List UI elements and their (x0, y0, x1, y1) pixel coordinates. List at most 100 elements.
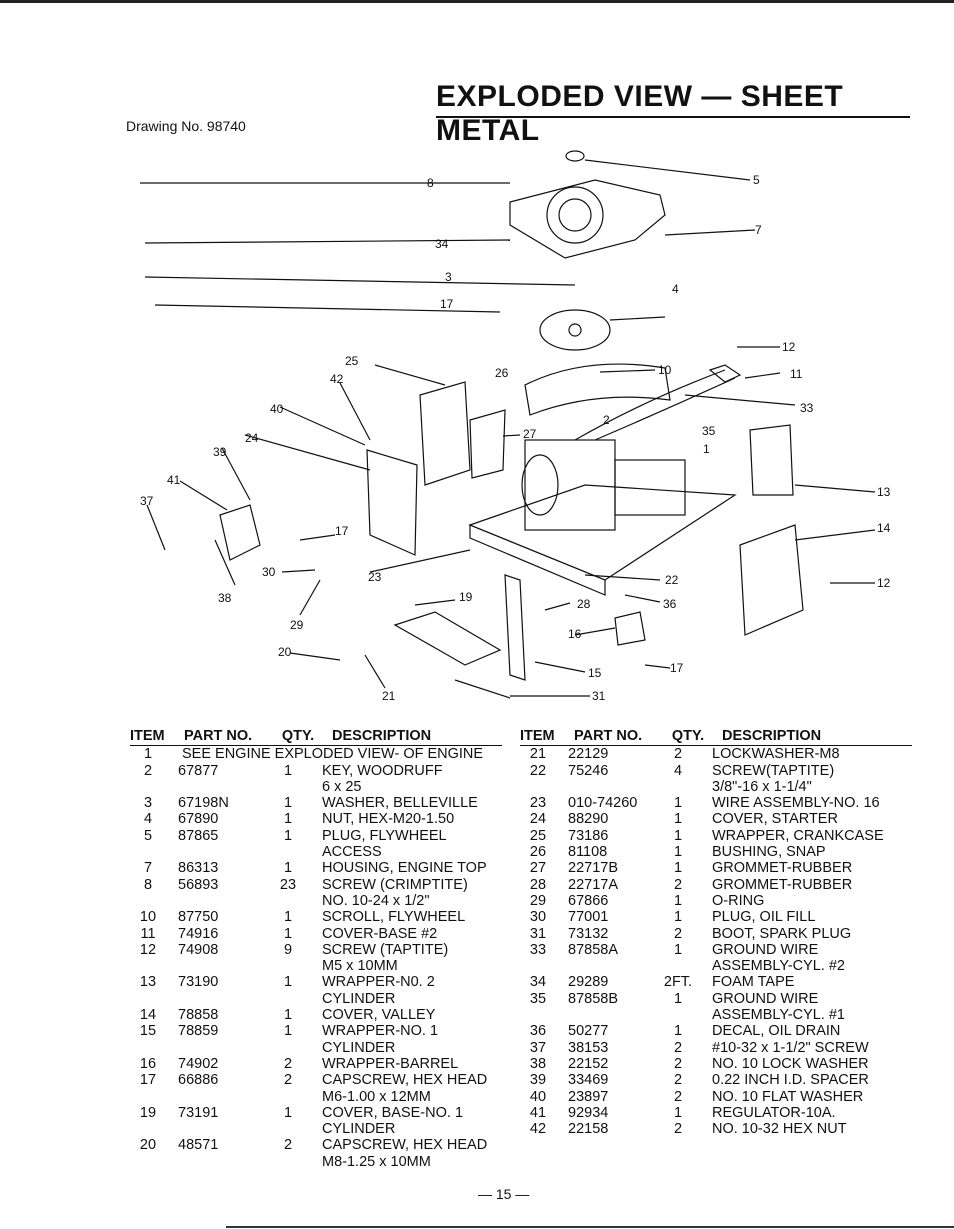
description-line: COVER, VALLEY (322, 1007, 436, 1024)
quantity: 2FT. (663, 974, 693, 991)
quantity: 1 (673, 909, 683, 926)
description-line: 0.22 INCH I.D. SPACER (712, 1072, 869, 1089)
item-number: 33 (529, 941, 547, 958)
description-line: COVER-BASE #2 (322, 925, 438, 942)
crankcase-wrapper (419, 381, 471, 486)
diagram-label-11: 11 (790, 367, 803, 381)
quantity: 1 (283, 1007, 293, 1024)
description-line: COVER, BASE-NO. 1 (322, 1104, 464, 1121)
part-number: 88290 (568, 811, 609, 828)
quantity: 2 (283, 1072, 293, 1089)
quantity: 4 (673, 762, 683, 779)
description-line: LOCKWASHER-M8 (712, 746, 840, 763)
description-line: BOOT, SPARK PLUG (712, 925, 852, 942)
page-number: — 15 — (478, 1186, 530, 1202)
diagram-label-36: 36 (663, 597, 677, 611)
quantity: 1 (283, 974, 293, 991)
description-line-2: 6 x 25 (322, 778, 362, 795)
description-line: GROMMET-RUBBER (712, 876, 853, 893)
engine-block (524, 439, 616, 531)
diagram-label-27: 27 (523, 427, 537, 441)
description: REGULATOR-10A. (704, 1105, 912, 1121)
diagram-label-24: 24 (245, 431, 259, 445)
diagram-label-12a: 12 (782, 340, 796, 354)
part-number: 74908 (178, 941, 219, 958)
item-number: 12 (139, 941, 157, 958)
page-title: EXPLODED VIEW — SHEET METAL (436, 80, 844, 147)
header-part-no: PART NO. (184, 728, 253, 744)
part-number: 67890 (178, 811, 219, 828)
diagram-label-17c: 17 (670, 661, 684, 675)
quantity: 2 (673, 1088, 683, 1105)
diagram-label-17b: 17 (335, 524, 349, 538)
diagram-label-2: 2 (603, 413, 610, 427)
description: WASHER, BELLEVILLE (314, 795, 502, 811)
description: PLUG, OIL FILL (704, 909, 912, 925)
diagram-label-29: 29 (290, 618, 304, 632)
item-number: 17 (139, 1072, 157, 1089)
description: COVER, STARTER (704, 811, 912, 827)
part-number: 73191 (178, 1104, 219, 1121)
item-number: 30 (529, 909, 547, 926)
diagram-label-23: 23 (368, 570, 382, 584)
item-number: 38 (529, 1055, 547, 1072)
quantity: 2 (673, 746, 683, 763)
item-number: 1 (143, 746, 153, 763)
description-line: SCREW (CRIMPTITE) (322, 876, 468, 893)
header-description: DESCRIPTION (332, 728, 432, 744)
exploded-view-svg: 8 5 7 34 3 4 17 12 11 33 25 26 42 10 2 3… (140, 150, 891, 703)
part-number: 66886 (178, 1072, 219, 1089)
spark-plug-boot (454, 679, 511, 699)
diagram-label-15: 15 (588, 666, 602, 680)
description: LOCKWASHER-M8 (704, 746, 912, 762)
quantity: 2 (283, 1055, 293, 1072)
part-number: 22158 (568, 1121, 609, 1138)
diagram-label-35: 35 (702, 424, 716, 438)
header-description: DESCRIPTION (722, 728, 822, 744)
description-line: NO. 10 LOCK WASHER (712, 1055, 869, 1072)
description-line: HOUSING, ENGINE TOP (322, 860, 487, 877)
base-cover-1 (393, 611, 502, 666)
part-number: 87858A (568, 941, 618, 958)
wrapper-cylinder-1 (504, 574, 526, 681)
diagram-label-33: 33 (800, 401, 814, 415)
diagram-label-5: 5 (753, 173, 760, 187)
exploded-view-diagram: 8 5 7 34 3 4 17 12 11 33 25 26 42 10 2 3… (125, 140, 915, 720)
description-line-2: M8-1.25 x 10MM (322, 1153, 431, 1170)
diagram-label-4: 4 (672, 282, 679, 296)
item-number: 19 (139, 1104, 157, 1121)
diagram-label-37: 37 (140, 494, 154, 508)
part-number: 86313 (178, 860, 219, 877)
part-number: 50277 (568, 1023, 609, 1040)
item-number: 8 (143, 876, 153, 893)
description: WRAPPER-BARREL (314, 1056, 502, 1072)
description: BOOT, SPARK PLUG (704, 926, 912, 942)
part-number: 23897 (568, 1088, 609, 1105)
description: COVER, VALLEY (314, 1007, 502, 1023)
ground-wire-1 (574, 369, 726, 441)
diagram-label-10: 10 (658, 363, 672, 377)
description-line-2: ASSEMBLY-CYL. #1 (712, 1007, 845, 1024)
quantity: 1 (283, 925, 293, 942)
